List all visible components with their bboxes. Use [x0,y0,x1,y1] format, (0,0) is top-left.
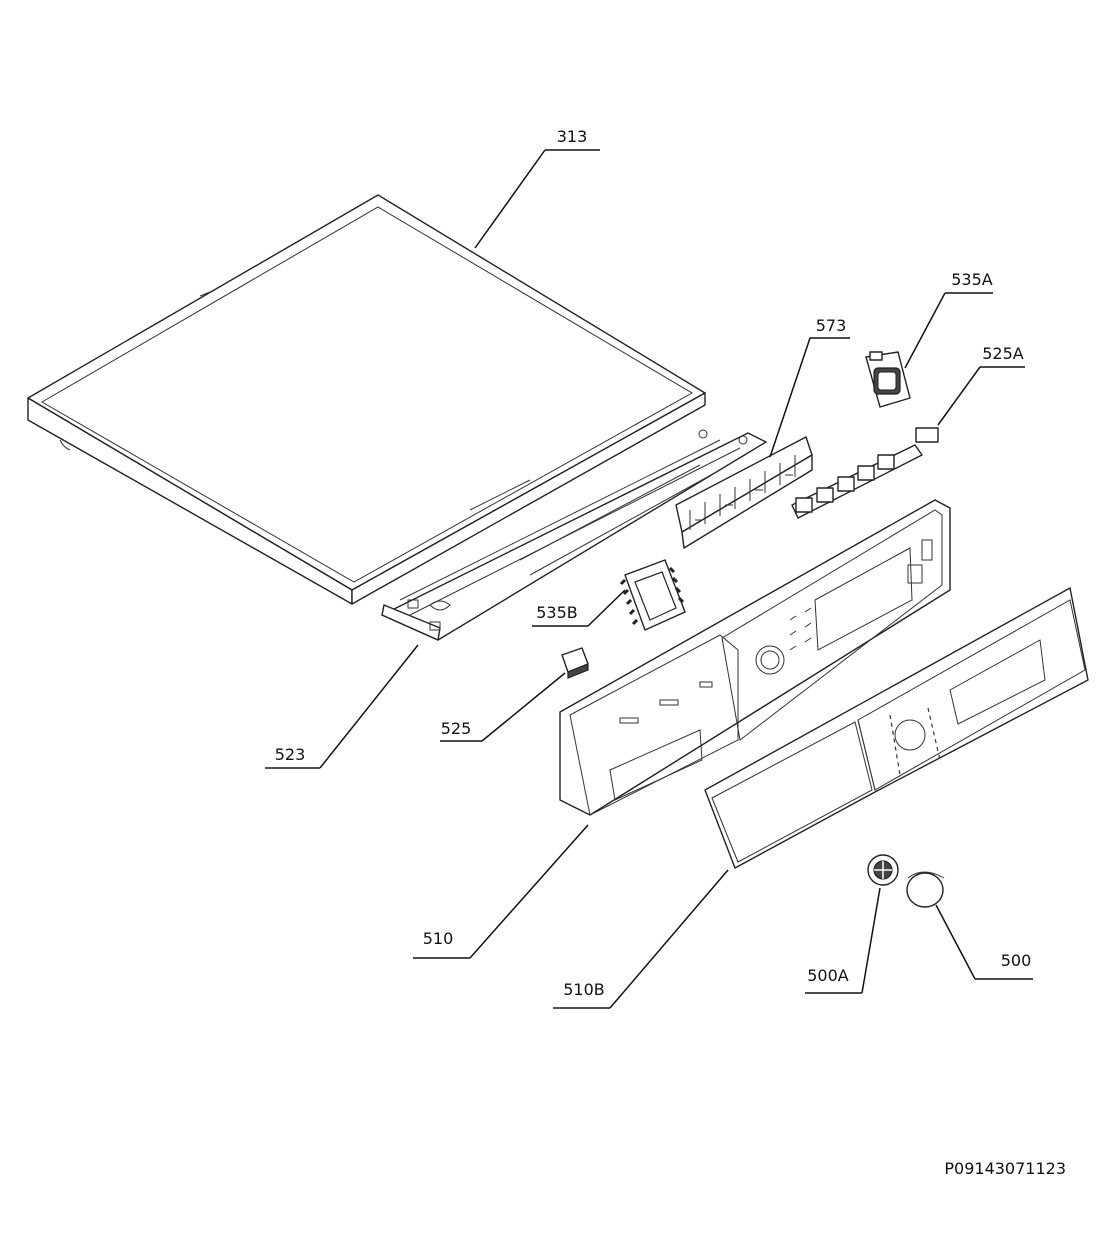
label-500: 500 [1001,951,1032,970]
part-535A-module [865,351,911,408]
document-id: P09143071123 [944,1159,1066,1178]
part-313-top-lid [27,194,706,605]
part-510-control-panel [559,499,951,816]
part-500A-knob-holder [867,854,899,886]
part-510B-front-trim [704,587,1089,869]
part-500-knob-cap [906,871,945,908]
part-573-button-carrier [675,436,813,549]
label-525: 525 [441,719,472,738]
label-525A: 525A [982,344,1024,363]
leader-lines [265,149,1033,1009]
label-313: 313 [557,127,588,146]
label-535B: 535B [536,603,578,622]
part-523-rail-bracket [381,429,767,641]
label-573: 573 [816,316,847,335]
label-510: 510 [423,929,454,948]
label-535A: 535A [951,270,993,289]
part-525A-button-strip [791,427,939,519]
part-525-small-button [561,647,589,679]
label-523: 523 [275,745,306,764]
label-510B: 510B [563,980,605,999]
label-500A: 500A [807,966,849,985]
part-labels: 313 535A 573 525A 535B 523 525 510 510B … [275,127,1032,999]
part-535B-frame [619,559,686,631]
